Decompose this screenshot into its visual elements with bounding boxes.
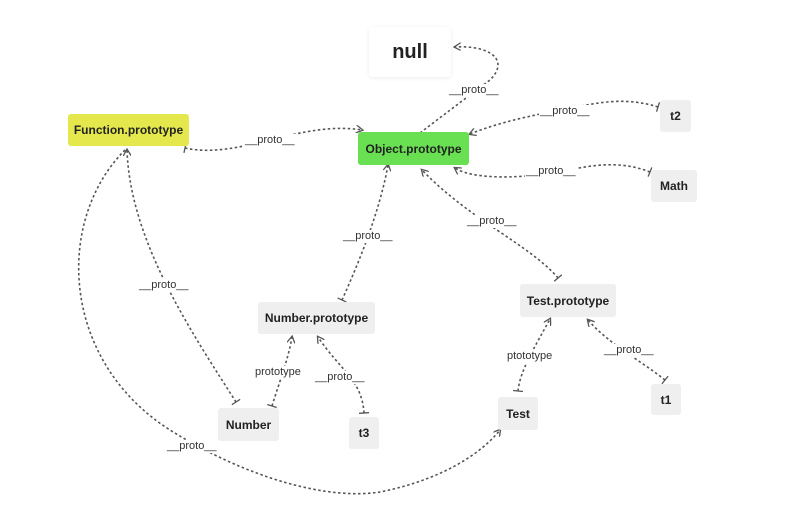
edge-test-function — [77, 149, 500, 495]
edge-test-prototype-object — [422, 170, 558, 278]
edge-label-function-object: __proto__ — [244, 134, 296, 147]
node-t3-label: t3 — [358, 426, 370, 440]
node-test-prototype-label: Test.prototype — [526, 293, 610, 308]
edge-label-test-test-prototype: ptototype — [506, 350, 554, 363]
node-number[interactable]: Number — [218, 408, 279, 441]
edge-object-to-null — [419, 47, 499, 134]
node-number-prototype[interactable]: Number.prototype — [258, 302, 375, 334]
node-null-label: null — [392, 40, 428, 63]
edge-number-function — [127, 150, 236, 402]
node-t1-label: t1 — [660, 392, 672, 407]
edge-label-number-prototype-object: __proto__ — [342, 230, 394, 243]
edge-label-t3-number-prototype: __proto__ — [314, 371, 366, 384]
node-null[interactable]: null — [369, 27, 451, 77]
node-test-prototype[interactable]: Test.prototype — [520, 284, 616, 317]
node-object-prototype-label: Object.prototype — [365, 141, 462, 156]
edge-label-number-number-prototype: prototype — [254, 366, 302, 379]
edge-label-test-function: __proto__ — [166, 440, 218, 453]
edge-label-number-function: __proto__ — [138, 279, 190, 292]
node-t2-label: t2 — [670, 109, 681, 123]
node-number-prototype-label: Number.prototype — [264, 311, 369, 325]
edge-label-math-object: __proto__ — [525, 165, 577, 178]
node-test[interactable]: Test — [498, 397, 538, 430]
node-number-label: Number — [225, 417, 272, 432]
node-object-prototype[interactable]: Object.prototype — [358, 132, 469, 165]
node-t3[interactable]: t3 — [349, 417, 379, 449]
node-t2[interactable]: t2 — [660, 100, 691, 132]
edge-label-test-prototype-object: __proto__ — [466, 215, 518, 228]
node-math-label: Math — [660, 179, 688, 193]
edge-label-t2-object: __proto__ — [539, 105, 591, 118]
edge-label-t1-test-prototype: __proto__ — [603, 344, 655, 357]
node-function-prototype-label: Function.prototype — [73, 123, 184, 137]
node-function-prototype[interactable]: Function.prototype — [68, 114, 189, 146]
node-math[interactable]: Math — [651, 170, 697, 202]
edge-label-object-null: __proto__ — [448, 84, 500, 97]
edge-t2-object — [470, 100, 658, 134]
node-t1[interactable]: t1 — [651, 384, 681, 415]
node-test-label: Test — [506, 406, 530, 421]
